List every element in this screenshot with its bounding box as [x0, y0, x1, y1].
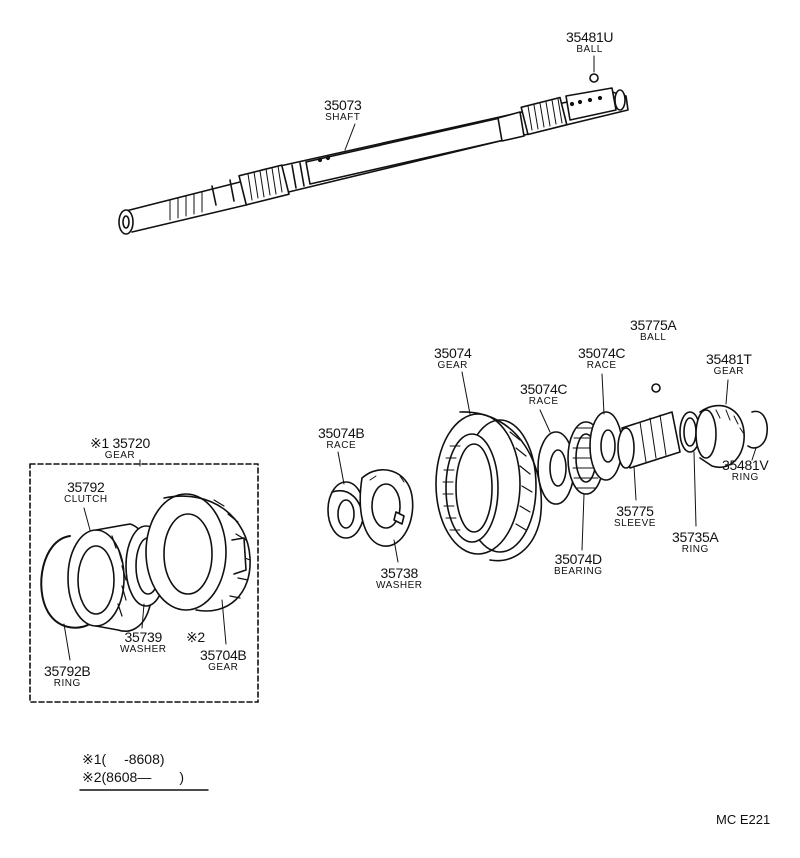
gear-35704B-drawing: [145, 493, 251, 612]
gear-35074-drawing: [435, 411, 543, 562]
label-35739: 35739 WASHER: [120, 630, 167, 655]
part-name: RACE: [528, 396, 559, 407]
part-number: 35481V: [722, 457, 769, 473]
label-35792B: 35792B RING: [44, 663, 91, 689]
variant-mark: ※2: [186, 629, 205, 645]
part-name: GEAR: [437, 360, 468, 371]
part-name: GEAR: [104, 450, 136, 461]
part-number: 35074C: [578, 345, 626, 361]
snap-ring-35481V-drawing: [747, 410, 768, 449]
ball-35481U: [589, 73, 599, 83]
label-35738: 35738 WASHER: [376, 566, 423, 591]
label-35481T: 35481T GEAR: [706, 352, 752, 377]
label-35704B: 35704B GEAR: [200, 647, 247, 673]
label-35074D: 35074D BEARING: [554, 552, 603, 577]
part-name: BEARING: [554, 566, 603, 577]
assembly-boundary: [29, 463, 259, 703]
part-number: 35738: [380, 565, 419, 581]
label-35074C-a: 35074C RACE: [520, 381, 568, 407]
label-35481U: 35481U BALL: [566, 29, 614, 55]
part-name: BALL: [640, 332, 667, 343]
part-number: 35074B: [318, 425, 365, 441]
label-35481V: 35481V RING: [722, 457, 769, 483]
label-35792: 35792 CLUTCH: [64, 480, 108, 505]
part-name: WASHER: [120, 644, 167, 655]
part-name: RING: [53, 678, 81, 689]
legend-line-2: ※2(8608— ): [82, 769, 184, 785]
label-35775A: 35775A BALL: [630, 317, 677, 343]
shaft-drawing: [118, 87, 629, 235]
sleeve-35775-drawing: [617, 411, 681, 469]
part-name: RING: [731, 472, 759, 483]
part-number: 35775: [616, 503, 654, 519]
label-35720: ※1 35720 GEAR: [90, 436, 150, 461]
washer-35738-drawing: [359, 468, 414, 547]
part-name: GEAR: [713, 366, 745, 377]
part-number: 35074C: [520, 381, 568, 397]
part-name: SLEEVE: [614, 518, 656, 529]
part-name: RACE: [326, 440, 357, 451]
part-number: 35735A: [672, 529, 719, 545]
snap-ring-35792B-drawing: [40, 535, 93, 629]
part-name: CLUTCH: [64, 494, 108, 505]
part-name: BALL: [576, 44, 603, 55]
part-name: RACE: [586, 360, 617, 371]
part-number: ※1 35720: [90, 435, 150, 451]
part-number: 35739: [124, 629, 163, 645]
part-number: 35481T: [706, 351, 752, 367]
gear-35481T-drawing: [695, 404, 745, 469]
diagram-code: MC E221: [716, 812, 771, 827]
label-35775: 35775 SLEEVE: [614, 504, 656, 529]
part-number: 35775A: [630, 317, 677, 333]
part-name: WASHER: [376, 580, 423, 591]
race-35074C-b-drawing: [589, 411, 623, 481]
label-35074B: 35074B RACE: [318, 425, 365, 451]
label-35074C-b: 35074C RACE: [578, 345, 626, 371]
part-number: 35074D: [554, 551, 603, 567]
part-number: 35074: [434, 345, 472, 361]
part-number: 35792B: [44, 663, 91, 679]
part-number: 35481U: [566, 29, 614, 45]
part-number: 35073: [324, 97, 362, 113]
part-name: RING: [681, 544, 709, 555]
ball-35775A: [651, 383, 661, 393]
part-number: 35704B: [200, 647, 247, 663]
part-name: GEAR: [208, 662, 239, 673]
race-35074B-drawing: [327, 481, 365, 539]
label-mark-2: ※2: [186, 630, 205, 644]
label-35073: 35073 SHAFT: [324, 97, 362, 123]
label-35074: 35074 GEAR: [434, 345, 472, 371]
legend-line-1: ※1( -8608): [82, 751, 165, 767]
part-name: SHAFT: [325, 112, 361, 123]
label-35735A: 35735A RING: [672, 529, 719, 555]
part-number: 35792: [67, 479, 105, 495]
